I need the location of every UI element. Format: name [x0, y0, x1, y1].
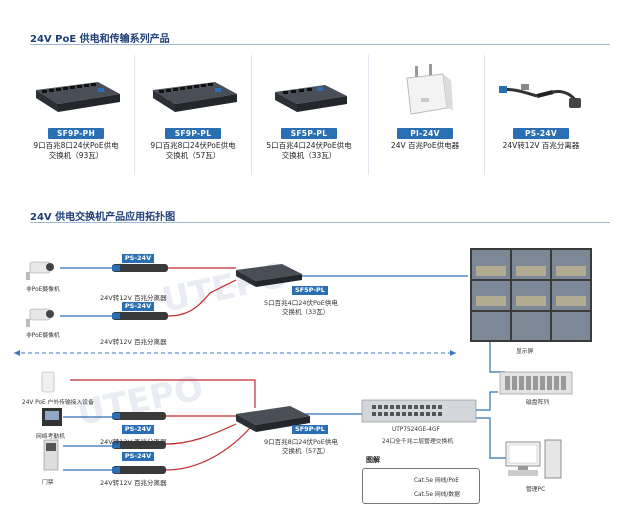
product-desc-line2: 交换机（57瓦）	[165, 151, 221, 160]
pc-icon	[505, 439, 562, 479]
splitter-desc-4: 24V转12V 百兆分离器	[100, 479, 167, 487]
splitter-icon-3	[112, 412, 166, 420]
label-outdoor-ap: 24V PoE 户外传输接入设备	[22, 400, 94, 406]
splitter-icon-2	[112, 312, 168, 320]
section-rule	[30, 44, 610, 45]
core-switch-desc: 24口全千兆二层管理交换机	[382, 439, 454, 445]
product-desc-line1: 24V 百兆PoE供电器	[390, 141, 460, 150]
product-card-sf5p-pl: SF5P-PL 5口百兆4口24伏PoE供电 交换机（33瓦）	[258, 52, 360, 161]
label-attendance: 网络考勤机	[36, 434, 65, 440]
sf5p-tag: SF5P-PL	[292, 286, 328, 295]
splitter-icon-1	[112, 264, 168, 272]
switch-icon	[153, 82, 237, 112]
legend-box	[362, 468, 480, 504]
splitter-tag-3: PS-24V	[122, 425, 154, 434]
legend-title: 图解	[366, 456, 380, 464]
product-desc-line2: 交换机（93瓦）	[48, 151, 104, 160]
product-desc-line2: 交换机（33瓦）	[281, 151, 337, 160]
core-switch-icon	[361, 399, 477, 423]
door-access-icon	[43, 439, 59, 471]
label-door: 门禁	[42, 480, 54, 486]
divider	[368, 55, 369, 175]
sf9p-tag: SF9P-PL	[292, 425, 328, 434]
video-wall	[470, 248, 592, 342]
product-desc-line1: 24V转12V 百兆分离器	[502, 141, 580, 150]
splitter-icon-4	[112, 441, 166, 449]
product-model-tag: SF9P-PL	[165, 128, 221, 139]
poe-splitter-icon	[498, 84, 581, 108]
product-model-tag: SF5P-PL	[281, 128, 337, 139]
switch-icon	[275, 85, 347, 112]
sf9p-desc-1: 9口百兆8口24伏PoE供电	[264, 438, 338, 446]
splitter-desc-1: 24V转12V 百兆分离器	[100, 294, 167, 302]
product-desc-line1: 5口百兆4口24伏PoE供电	[266, 141, 352, 150]
sf5p-desc-1: 5口百兆4口24伏PoE供电	[264, 299, 338, 307]
splitter-tag-2: PS-24V	[122, 302, 154, 311]
sf9p-desc-2: 交换机（57瓦）	[282, 447, 330, 455]
splitter-tag-4: PS-24V	[122, 452, 154, 461]
label-pc: 管理PC	[526, 487, 546, 493]
divider	[251, 55, 252, 175]
poe-injector-icon	[406, 64, 453, 115]
outdoor-ap-icon	[41, 371, 55, 393]
splitter-icon-5	[112, 466, 166, 474]
product-card-pi-24v: PI-24V 24V 百兆PoE供电器	[374, 52, 476, 151]
divider	[484, 55, 485, 175]
sf9p-switch-icon	[236, 406, 310, 432]
legend-data-label: Cat.5e 网线/数据	[414, 492, 460, 498]
poe-lines	[70, 267, 256, 471]
product-desc-line1: 9口百兆8口24伏PoE供电	[150, 141, 236, 150]
camera-icon-2	[26, 308, 54, 327]
splitter-tag-1: PS-24V	[122, 254, 154, 263]
label-display: 显示屏	[516, 349, 534, 355]
product-model-tag: PS-24V	[513, 128, 569, 139]
section-rule	[30, 222, 610, 223]
splitter-desc-3: 24V转12V 百兆分离器	[100, 438, 167, 446]
product-card-sf9p-pl: SF9P-PL 9口百兆8口24伏PoE供电 交换机（57瓦）	[142, 52, 244, 161]
section-title-products: 24V PoE 供电和传输系列产品	[30, 34, 170, 45]
label-camera-1: 非PoE摄像机	[26, 287, 60, 293]
legend-poe-label: Cat.5e 网线/PoE	[414, 478, 459, 484]
splitter-desc-2: 24V转12V 百兆分离器	[100, 338, 167, 346]
product-model-tag: PI-24V	[397, 128, 453, 139]
switch-icon	[36, 82, 120, 112]
product-model-tag: SF9P-PH	[48, 128, 104, 139]
disk-array-icon	[499, 371, 573, 395]
product-card-sf9p-ph: SF9P-PH 9口百兆8口24伏PoE供电 交换机（93瓦）	[25, 52, 127, 161]
sf5p-desc-2: 交换机（33瓦）	[282, 308, 330, 316]
product-card-ps-24v: PS-24V 24V转12V 百兆分离器	[490, 52, 592, 151]
watermark-1: UTEPO	[159, 255, 292, 321]
divider	[134, 55, 135, 175]
attendance-device-icon	[42, 408, 62, 426]
product-desc-line1: 9口百兆8口24伏PoE供电	[33, 141, 119, 150]
section-title-topology: 24V 供电交换机产品应用拓扑图	[30, 212, 176, 223]
sf5p-switch-icon	[236, 264, 302, 287]
core-switch-model: UTP7524GE-4GF	[392, 427, 440, 433]
label-storage: 磁盘阵列	[526, 400, 550, 406]
camera-icon-1	[26, 261, 54, 280]
label-camera-2: 非PoE摄像机	[26, 333, 60, 339]
